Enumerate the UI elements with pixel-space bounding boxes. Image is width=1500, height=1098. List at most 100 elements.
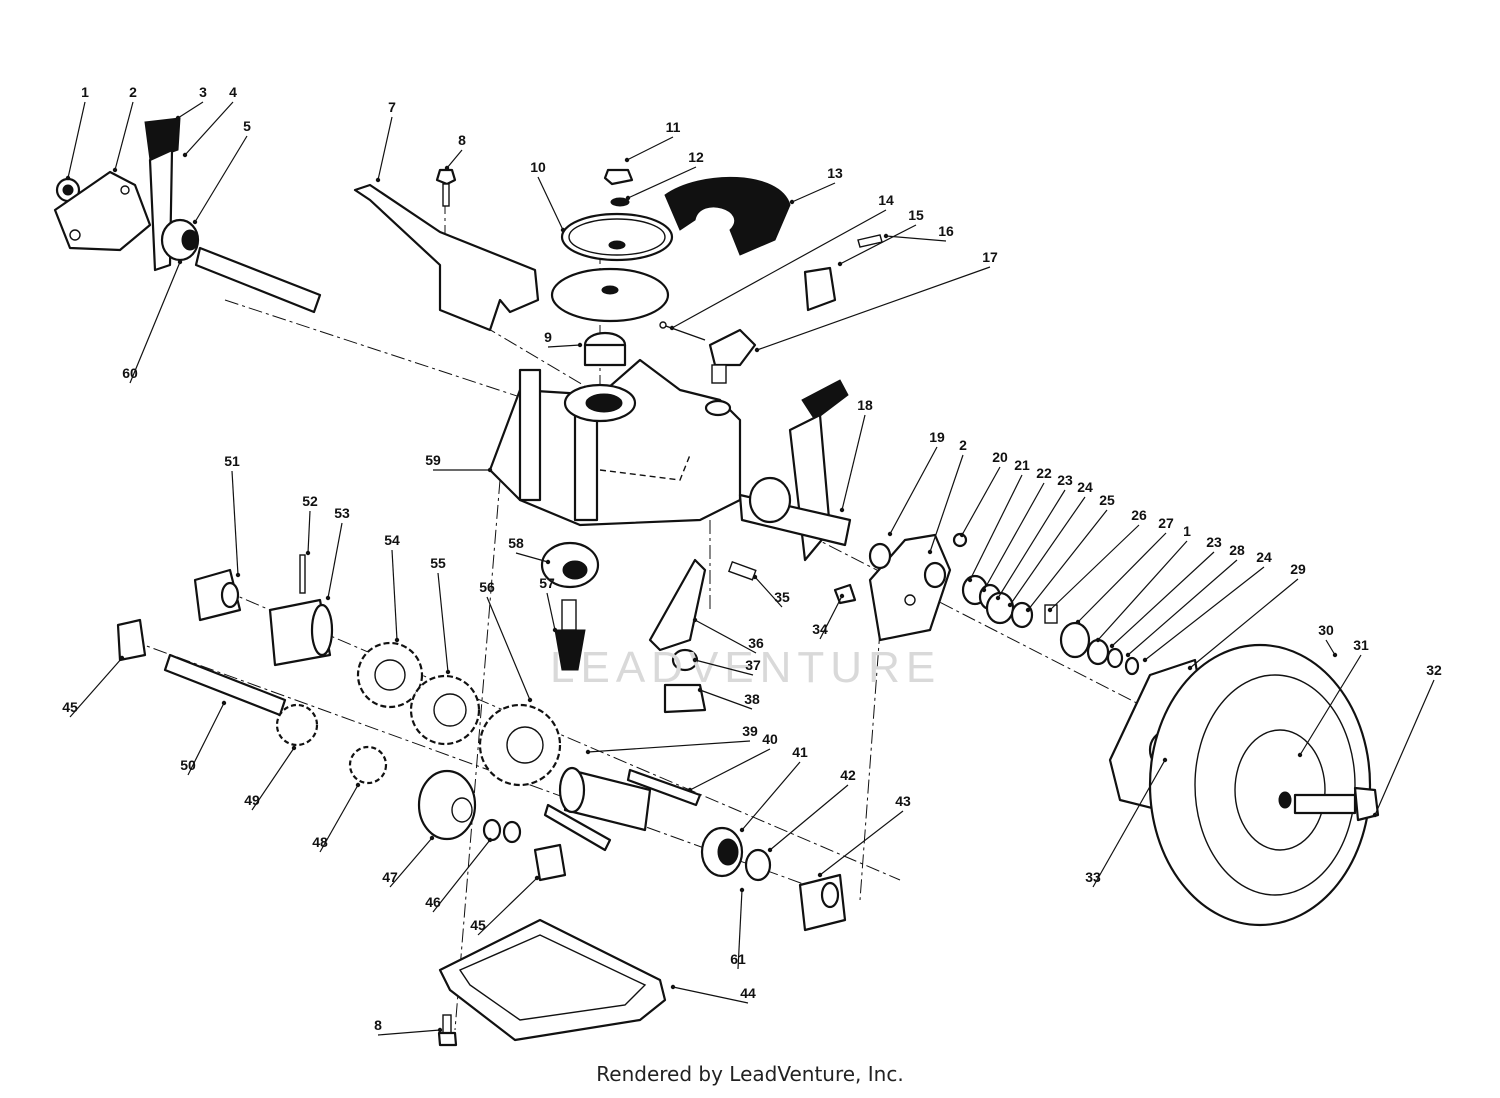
callout-leader xyxy=(626,136,674,161)
callout-leader xyxy=(1077,532,1167,623)
part-collar-bushing xyxy=(583,331,627,367)
callout-leader xyxy=(791,182,836,203)
part-clip xyxy=(803,266,837,312)
callout-leader xyxy=(515,552,549,563)
callout-arrowhead xyxy=(534,875,540,881)
part-screw-small xyxy=(857,234,883,248)
part-worm-gear xyxy=(554,599,586,671)
callout-arrowhead xyxy=(177,259,183,265)
callout-arrowhead xyxy=(221,700,227,706)
callout-label: 43 xyxy=(895,793,911,809)
callout-label: 20 xyxy=(992,449,1008,465)
callout-label: 8 xyxy=(374,1017,382,1033)
callout-arrowhead xyxy=(752,574,758,580)
callout-label: 53 xyxy=(334,505,350,521)
callout-arrowhead xyxy=(175,115,181,121)
callout-leader xyxy=(841,414,866,511)
callout-label: 50 xyxy=(180,757,196,773)
callout-arrowhead xyxy=(687,787,693,793)
callout-arrowhead xyxy=(669,325,675,331)
callout-label: 51 xyxy=(224,453,240,469)
callout-label: 28 xyxy=(1229,542,1245,558)
callout-label: 29 xyxy=(1290,561,1306,577)
callout-arrowhead xyxy=(887,531,893,537)
callout-label: 8 xyxy=(458,132,466,148)
callout-arrowhead xyxy=(767,847,773,853)
callout-arrowhead xyxy=(355,782,361,788)
callout-label: 36 xyxy=(748,635,764,651)
callout-leader xyxy=(547,344,581,348)
callout-label: 48 xyxy=(312,834,328,850)
callout-arrowhead xyxy=(739,827,745,833)
callout-leader xyxy=(737,889,743,970)
callout-label: 47 xyxy=(382,869,398,885)
callout-arrowhead xyxy=(1297,752,1303,758)
callout-arrowhead xyxy=(192,219,198,225)
callout-arrowhead xyxy=(1187,665,1193,671)
callout-leader xyxy=(537,176,564,231)
callout-arrowhead xyxy=(1162,757,1168,763)
callout-label: 58 xyxy=(508,535,524,551)
part-gear-55 xyxy=(409,674,481,746)
callout-label: 52 xyxy=(302,493,318,509)
callout-leader xyxy=(741,761,801,831)
callout-arrowhead xyxy=(739,887,745,893)
callout-arrowhead xyxy=(995,595,1001,601)
callout-arrowhead xyxy=(839,593,845,599)
callout-leader xyxy=(231,470,239,576)
callout-leader xyxy=(194,135,248,223)
callout-arrowhead xyxy=(670,984,676,990)
callout-label: 54 xyxy=(384,532,400,548)
callout-arrowhead xyxy=(1007,602,1013,608)
callout-leader xyxy=(961,466,1001,536)
part-bolt-bottom xyxy=(437,1014,458,1047)
callout-leader xyxy=(1009,496,1086,606)
callout-label: 32 xyxy=(1426,662,1442,678)
callout-arrowhead xyxy=(305,550,311,556)
callout-label: 37 xyxy=(745,657,761,673)
callout-arrowhead xyxy=(692,657,698,663)
callout-label: 24 xyxy=(1077,479,1093,495)
part-bushing-left xyxy=(160,218,200,262)
callout-leader xyxy=(1049,524,1140,611)
callout-label: 41 xyxy=(792,744,808,760)
callout-arrowhead xyxy=(487,837,493,843)
callout-leader xyxy=(1111,551,1215,647)
callout-leader xyxy=(114,101,134,171)
callout-leader xyxy=(177,101,204,119)
callout-arrowhead xyxy=(754,347,760,353)
part-gear-case-cover xyxy=(438,918,667,1042)
callout-arrowhead xyxy=(375,177,381,183)
callout-label: 2 xyxy=(129,84,137,100)
callout-arrowhead xyxy=(1025,607,1031,613)
callout-arrowhead xyxy=(1047,607,1053,613)
callout-arrowhead xyxy=(624,157,630,163)
callout-leader xyxy=(627,166,697,199)
callout-arrowhead xyxy=(1095,637,1101,643)
watermark: LEADVENTURE xyxy=(550,643,941,692)
callout-arrowhead xyxy=(291,745,297,751)
callout-arrowhead xyxy=(967,577,973,583)
callout-arrowhead xyxy=(817,872,823,878)
part-cable-bracket xyxy=(353,183,540,332)
callout-leader xyxy=(756,266,991,351)
callout-label: 14 xyxy=(878,192,894,208)
callout-arrowhead xyxy=(325,595,331,601)
callout-label: 24 xyxy=(1256,549,1272,565)
callout-leader xyxy=(889,446,938,535)
callout-arrowhead xyxy=(65,175,71,181)
callout-arrowhead xyxy=(837,261,843,267)
part-wheel xyxy=(1148,643,1372,927)
callout-label: 40 xyxy=(762,731,778,747)
part-control-block xyxy=(708,328,757,384)
part-bearing-45-right xyxy=(533,843,567,882)
callout-arrowhead xyxy=(883,233,889,239)
callout-leader xyxy=(327,522,343,599)
callout-arrowhead xyxy=(1372,812,1378,818)
callout-leader xyxy=(699,689,753,710)
part-sleeve-53 xyxy=(268,598,334,667)
callout-label: 13 xyxy=(827,165,843,181)
callout-leader xyxy=(391,549,398,641)
callout-label: 49 xyxy=(244,792,260,808)
